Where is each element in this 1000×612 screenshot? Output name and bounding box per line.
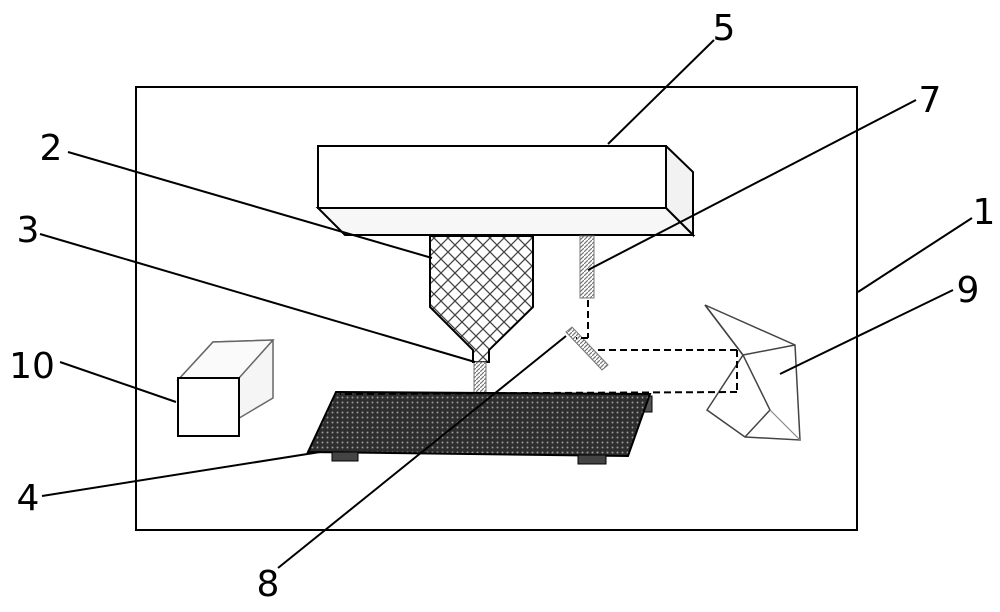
leader-lines — [39, 39, 973, 569]
build-platform — [306, 390, 653, 465]
side-box — [176, 339, 275, 438]
label-4: 4 — [17, 478, 40, 519]
prism-reflector — [704, 304, 801, 441]
label-8: 8 — [257, 564, 280, 605]
label-9: 9 — [957, 270, 980, 311]
leader-line-3 — [39, 233, 476, 363]
leader-line-1 — [857, 217, 973, 293]
label-1: 1 — [973, 192, 996, 233]
leader-line-10 — [59, 361, 177, 403]
label-2: 2 — [40, 128, 63, 169]
laser-beam-path — [339, 300, 738, 395]
chamber-frame — [135, 86, 858, 531]
label-7: 7 — [919, 80, 942, 121]
leader-line-7 — [587, 99, 917, 271]
leader-line-5 — [607, 39, 715, 145]
leader-line-8 — [277, 335, 567, 569]
label-10: 10 — [9, 346, 55, 387]
leader-line-9 — [779, 289, 954, 375]
leader-line-2 — [67, 151, 433, 259]
label-3: 3 — [17, 210, 40, 251]
leader-line-4 — [41, 451, 321, 497]
label-5: 5 — [713, 8, 736, 49]
gantry-beam — [315, 145, 696, 238]
nozzle-body — [429, 235, 534, 363]
